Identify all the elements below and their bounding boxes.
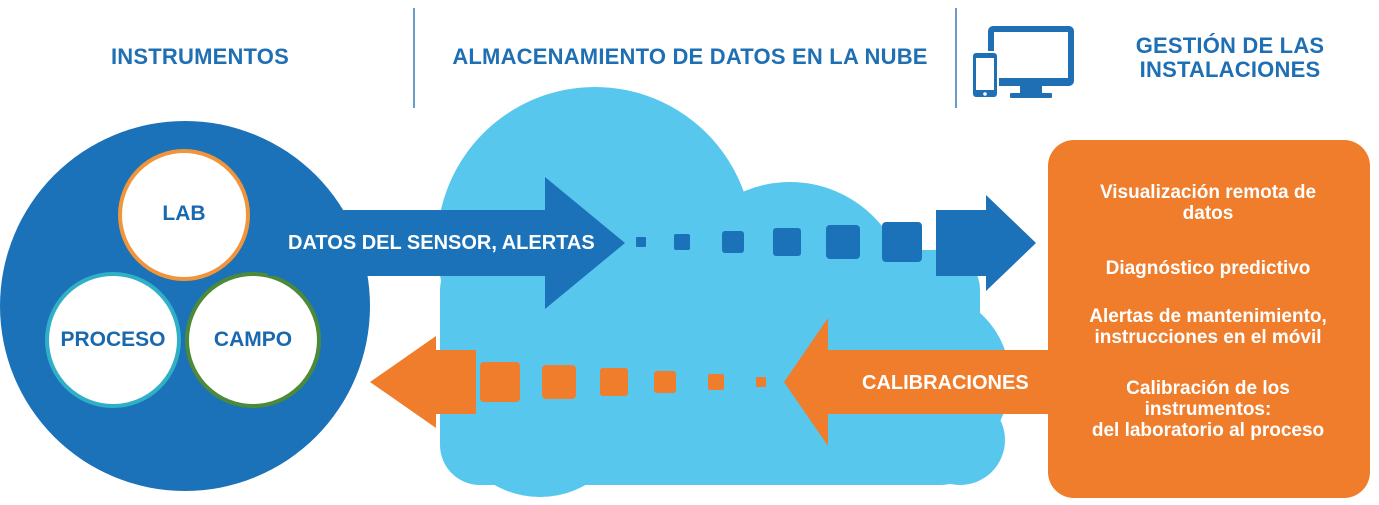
process-label: PROCESO xyxy=(60,328,166,351)
lab-circle xyxy=(118,149,250,281)
facility-panel xyxy=(1048,140,1370,498)
inbound-arrow xyxy=(370,318,1060,446)
panel-item-predictive-diagnostics: Diagnóstico predictivo xyxy=(1105,258,1311,279)
devices-icon xyxy=(971,26,1074,99)
process-circle xyxy=(45,272,181,408)
outbound-arrow xyxy=(268,177,1036,309)
header-cloud-storage: ALMACENAMIENTO DE DATOS EN LA NUBE xyxy=(452,44,928,69)
outbound-arrow-label: DATOS DEL SENSOR, ALERTAS xyxy=(288,232,595,254)
inbound-arrow-label: CALIBRACIONES xyxy=(862,372,1029,394)
header-facility-management: GESTIÓN DE LAS INSTALACIONES xyxy=(1135,33,1325,82)
field-circle xyxy=(185,272,321,408)
lab-label: LAB xyxy=(162,202,206,225)
panel-item-instrument-calibration: Calibración de los instrumentos: del lab… xyxy=(1091,378,1325,441)
panel-item-maintenance-alerts: Alertas de mantenimiento, instrucciones … xyxy=(1089,306,1327,348)
panel-item-remote-visualization: Visualización remota de datos xyxy=(1099,182,1317,224)
cloud-shape xyxy=(437,87,1010,497)
header-instruments: INSTRUMENTOS xyxy=(110,44,289,69)
field-label: CAMPO xyxy=(213,328,293,351)
